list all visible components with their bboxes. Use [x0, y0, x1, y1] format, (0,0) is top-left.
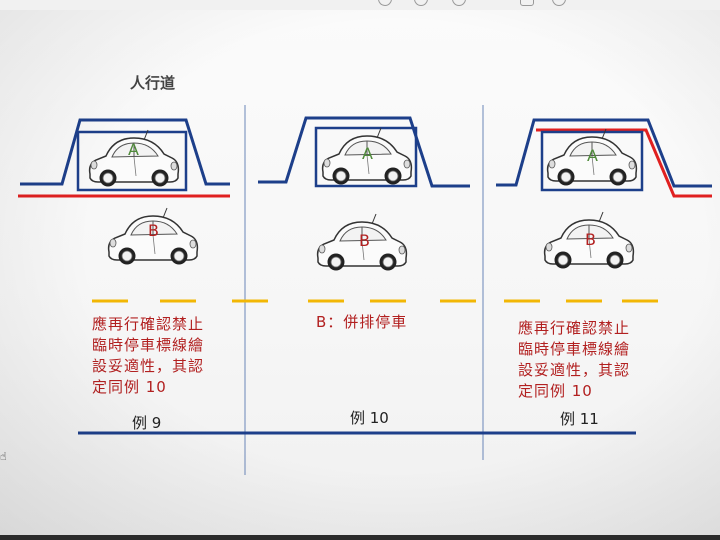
note-line: 定同例 10: [92, 378, 167, 396]
note-line: 設妥適性，其認: [92, 357, 205, 375]
monitor-button-icon: [452, 0, 466, 6]
parking-bay: [540, 130, 644, 192]
red-no-parking-line: [536, 128, 712, 198]
curb-line: [496, 118, 712, 188]
screen: 人行道 A B A B A B 應再行確認禁止 臨時停車標線繪 設妥適性，其認 …: [0, 10, 720, 535]
note-line: 應再行確認禁止: [92, 315, 205, 333]
example-label: 例 10: [350, 409, 389, 427]
sidewalk-label: 人行道: [130, 74, 176, 92]
hand-cursor-icon: ☝: [0, 450, 7, 463]
note-line: 臨時停車標線繪: [92, 336, 205, 354]
note-text: 應再行確認禁止 臨時停車標線繪 設妥適性，其認 定同例 10: [92, 314, 204, 398]
car-b-label: B: [148, 221, 159, 240]
car-a-label: A: [362, 144, 373, 163]
note-line: 設妥適性，其認: [518, 361, 631, 379]
car-a-label: A: [128, 140, 139, 159]
monitor-button-icon: [520, 0, 534, 6]
parking-diagram: [18, 105, 712, 475]
note-line: 臨時停車標線繪: [518, 340, 631, 358]
curb-line: [20, 118, 230, 186]
curb-line: [258, 116, 470, 188]
note-text: 應再行確認禁止 臨時停車標線繪 設妥適性，其認 定同例 10: [518, 318, 630, 402]
monitor-button-icon: [378, 0, 392, 6]
monitor-bezel-bottom: [0, 535, 720, 540]
monitor-button-icon: [552, 0, 566, 6]
car-a-label: A: [587, 146, 598, 165]
parking-bay: [314, 126, 418, 188]
example-label: 例 9: [132, 414, 162, 432]
note-text: B：併排停車: [316, 312, 407, 333]
parking-bay: [76, 130, 188, 192]
car-b-label: B: [359, 231, 370, 250]
note-line: B：併排停車: [316, 313, 408, 331]
note-line: 定同例 10: [518, 382, 593, 400]
car-b-label: B: [585, 230, 596, 249]
monitor-bezel-top: [0, 0, 720, 10]
note-line: 應再行確認禁止: [518, 319, 631, 337]
monitor-button-icon: [414, 0, 428, 6]
example-label: 例 11: [560, 410, 599, 428]
